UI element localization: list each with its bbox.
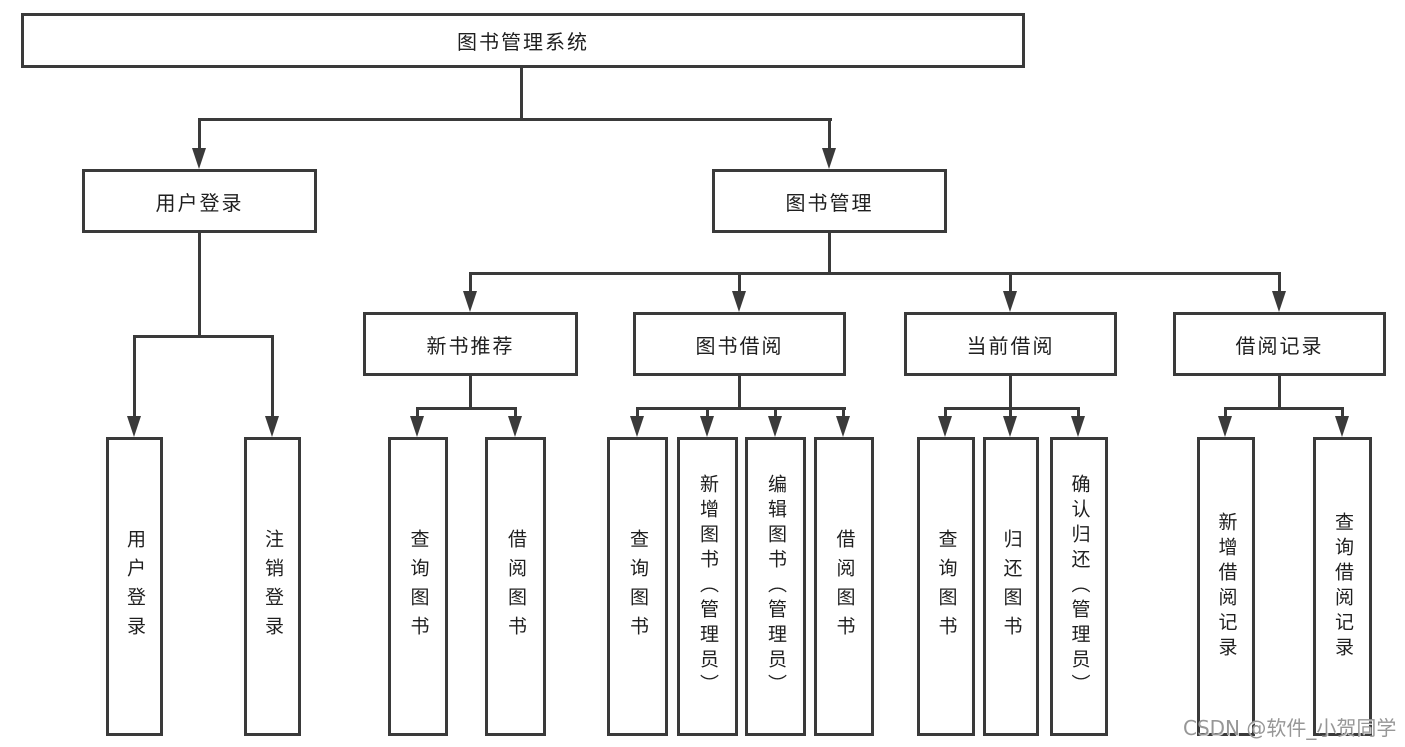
connector-leaf [1077,407,1080,418]
leaf-borrow-books-2: 借阅图书 [814,437,874,736]
arrow-down-icon [508,416,522,437]
node-root-label: 图书管理系统 [457,30,589,54]
connector-current-borrow-leaf-branch [944,407,1080,410]
node-new-book-recommend: 新书推荐 [363,312,578,376]
leaf-add-borrow-record: 新增借阅记录 [1197,437,1255,736]
connector-leaf [636,407,639,418]
leaf-label: 借阅图书 [833,528,856,645]
connector-leaf [1224,407,1227,418]
node-current-borrowing-label: 当前借阅 [966,333,1055,358]
arrow-down-icon [700,416,714,437]
connector-book-borrow-leaf-branch [636,407,846,410]
arrow-down-icon [1335,416,1349,437]
leaf-logout-label: 注销登录 [262,528,284,645]
connector-root-stem [520,68,523,118]
connector-user-login-branch [133,335,274,338]
connector-to-new-book [469,272,472,292]
arrow-down-icon [1272,291,1286,312]
connector-new-book-leaf-branch [416,407,517,410]
connector-to-login-leaf [133,335,136,417]
node-book-borrowing: 图书借阅 [633,312,846,376]
leaf-logout: 注销登录 [244,437,301,736]
connector-borrow-records-leaf-branch [1224,407,1344,410]
connector-leaf [774,407,777,418]
connector-user-login-stem [198,233,201,335]
arrow-down-icon [1003,416,1017,437]
leaf-return-books: 归还图书 [983,437,1039,736]
connector-to-borrow-records [1278,272,1281,292]
arrow-down-icon [836,416,850,437]
connector-to-current-borrow [1009,272,1012,292]
leaf-label: 新增图书（管理员） [697,474,719,699]
leaf-label: 借阅图书 [505,528,527,645]
node-user-login-group-label: 用户登录 [155,190,244,215]
leaf-label: 编辑图书（管理员） [765,474,787,699]
node-book-management: 图书管理 [712,169,947,233]
leaf-label: 查询图书 [407,528,430,645]
leaf-borrow-books-1: 借阅图书 [485,437,546,736]
arrow-down-icon [1071,416,1085,437]
arrow-down-icon [1218,416,1232,437]
connector-leaf [1009,407,1012,418]
leaf-edit-books-admin: 编辑图书（管理员） [745,437,806,736]
connector-leaf [416,407,419,418]
node-user-login-group: 用户登录 [82,169,317,233]
node-new-book-recommend-label: 新书推荐 [426,333,515,358]
connector-leaf [1341,407,1344,418]
node-borrowing-records: 借阅记录 [1173,312,1386,376]
connector-to-book-management [828,118,831,150]
leaf-label: 确认归还（管理员） [1068,474,1091,699]
leaf-label: 新增借阅记录 [1215,511,1238,662]
connector-leaf [944,407,947,418]
arrow-down-icon [463,291,477,312]
connector-level2-branch [198,118,832,121]
arrow-down-icon [410,416,424,437]
connector-to-book-borrow [738,272,741,292]
arrow-down-icon [192,148,206,169]
connector-level3-branch [469,272,1281,275]
arrow-down-icon [265,416,279,437]
leaf-user-login: 用户登录 [106,437,163,736]
node-borrowing-records-label: 借阅记录 [1235,333,1324,358]
csdn-watermark: CSDN @软件_小贺同学 [1183,716,1397,740]
leaf-label: 查询图书 [627,528,649,645]
connector-book-borrow-stem [738,376,741,407]
connector-leaf [842,407,845,418]
connector-leaf [514,407,517,418]
node-book-management-label: 图书管理 [785,190,874,215]
connector-new-book-stem [469,376,472,407]
leaf-label: 查询借阅记录 [1332,511,1354,662]
leaf-query-borrow-record: 查询借阅记录 [1313,437,1372,736]
leaf-confirm-return-admin: 确认归还（管理员） [1050,437,1108,736]
arrow-down-icon [938,416,952,437]
leaf-label: 归还图书 [1000,528,1023,645]
arrow-down-icon [1003,291,1017,312]
connector-current-borrow-stem [1009,376,1012,407]
node-root: 图书管理系统 [21,13,1025,68]
arrow-down-icon [127,416,141,437]
node-book-borrowing-label: 图书借阅 [695,333,784,358]
connector-leaf [706,407,709,418]
connector-borrow-records-stem [1278,376,1281,407]
leaf-query-books-2: 查询图书 [607,437,668,736]
leaf-user-login-label: 用户登录 [124,528,146,645]
node-current-borrowing: 当前借阅 [904,312,1117,376]
arrow-down-icon [768,416,782,437]
arrow-down-icon [822,148,836,169]
connector-to-logout-leaf [271,335,274,417]
arrow-down-icon [630,416,644,437]
connector-to-user-login [198,118,201,150]
leaf-query-books-3: 查询图书 [917,437,975,736]
connector-book-management-stem [828,233,831,272]
leaf-add-books-admin: 新增图书（管理员） [677,437,738,736]
leaf-label: 查询图书 [935,528,958,645]
arrow-down-icon [732,291,746,312]
leaf-query-books-1: 查询图书 [388,437,448,736]
